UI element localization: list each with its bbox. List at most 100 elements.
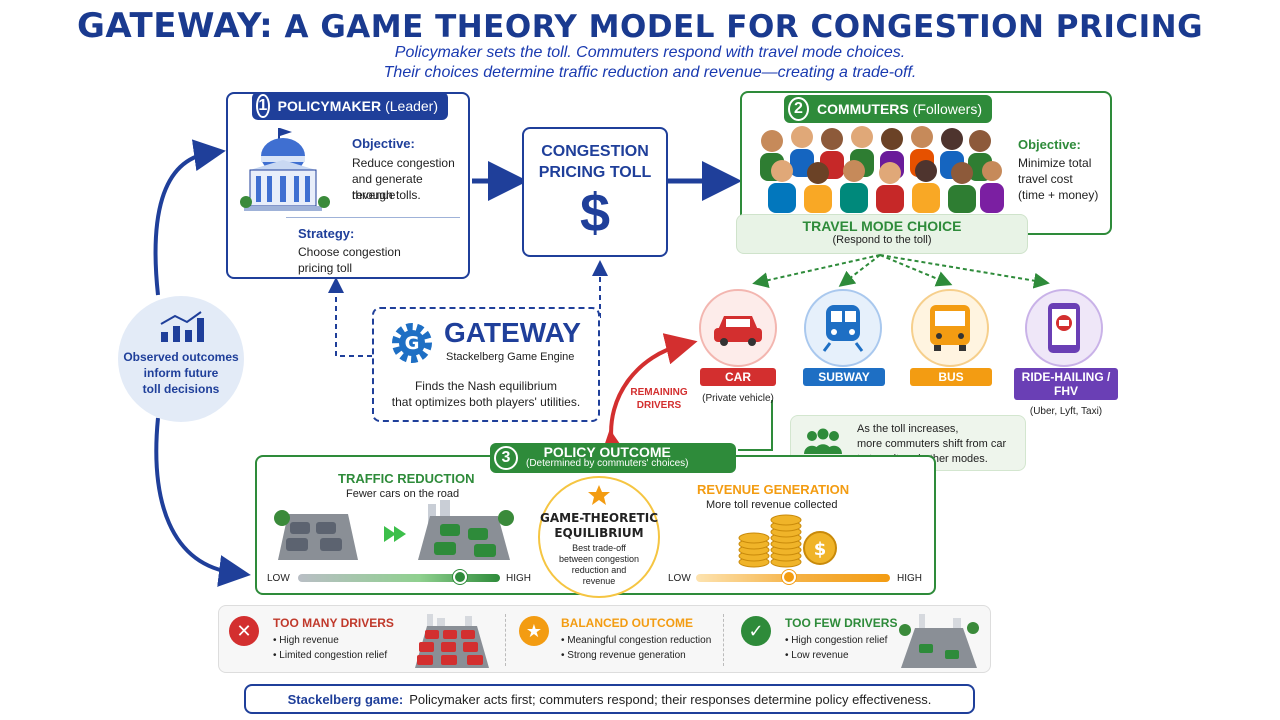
equilibrium-text-line4: revenue — [582, 576, 616, 586]
policy-outcome-heading: POLICY OUTCOME — [543, 444, 671, 460]
title-gateway: GATEWAY: — [76, 6, 274, 46]
mode-sub-car: (Private vehicle) — [702, 393, 774, 404]
revenue-high-label: HIGH — [897, 573, 922, 584]
traffic-high-label: HIGH — [506, 573, 531, 584]
commuters-objective-line2: travel cost — [1018, 172, 1073, 186]
coins-icon: $ — [738, 514, 837, 568]
traffic-reduction-marker — [452, 570, 467, 584]
mode-bus — [911, 289, 989, 367]
step-number-2: 2 — [788, 97, 809, 121]
arrow-feedback-up — [153, 139, 226, 296]
policymaker-objective-line1: Reduce congestion — [352, 156, 455, 170]
mode-label-car: CAR — [700, 368, 776, 386]
phone-icon — [1048, 303, 1080, 353]
clear-road-illustration — [899, 614, 979, 668]
toll-box: CONGESTION PRICING TOLL $ — [522, 127, 668, 257]
scenario-too-many-bullet1-text: High revenue — [279, 635, 339, 646]
policymaker-objective-label: Objective: — [352, 136, 415, 151]
gateway-engine-label: Stackelberg Game Engine — [446, 351, 575, 363]
travel-mode-choice-title: TRAVEL MODE CHOICE — [802, 218, 962, 234]
scenario-too-many-bullet2: • Limited congestion relief — [273, 650, 388, 661]
revenue-marker — [782, 570, 797, 584]
policymaker-strategy-label: Strategy: — [298, 226, 355, 241]
commuters-role: (Followers) — [912, 101, 982, 117]
traffic-reduction-bar — [298, 574, 500, 582]
shift-note-line1: As the toll increases, — [857, 423, 959, 435]
mode-car — [699, 289, 777, 367]
subway-icon — [822, 305, 864, 352]
traffic-reduction-sub: Fewer cars on the road — [346, 488, 460, 500]
scenario-too-few-bullet2: • Low revenue — [785, 650, 849, 661]
dashed-gateway-to-policy — [328, 277, 372, 357]
travel-mode-choice-sub: (Respond to the toll) — [832, 234, 932, 246]
dashed-to-ridehail — [879, 254, 1050, 289]
policy-outcome-sub: (Determined by commuters' choices) — [526, 458, 689, 469]
feedback-line1: Observed outcomes — [123, 350, 239, 364]
revenue-low-label: LOW — [668, 573, 691, 584]
policymaker-header: 1 POLICYMAKER (Leader) — [252, 92, 448, 120]
scenario-balanced-title: BALANCED OUTCOME — [561, 616, 693, 630]
shift-note-line2: more commuters shift from car — [857, 438, 1007, 450]
policy-outcome-header: 3 POLICY OUTCOME (Determined by commuter… — [490, 443, 736, 473]
arrow-feedback-down — [154, 417, 251, 587]
scenario-too-few-bullet1: • High congestion relief — [785, 635, 888, 646]
policymaker-box: 1 POLICYMAKER (Leader) Objective: Reduce… — [226, 92, 470, 279]
scenario-too-few-title: TOO FEW DRIVERS — [785, 616, 898, 630]
gateway-desc-line2: that optimizes both players' utilities. — [391, 395, 581, 409]
check-icon: ✓ — [741, 616, 771, 646]
equilibrium-circle: GAME-THEORETIC EQUILIBRIUM Best trade-of… — [538, 476, 660, 598]
toll-line2: PRICING TOLL — [538, 164, 652, 181]
revenue-generation-sub: More toll revenue collected — [706, 499, 838, 511]
scenario-too-many-title: TOO MANY DRIVERS — [273, 616, 394, 630]
scenario-too-few-bullet2-text: Low revenue — [791, 650, 849, 661]
feedback-line2: inform future — [143, 366, 219, 380]
commuters-objective-line3: (time + money) — [1018, 188, 1099, 202]
policymaker-heading: POLICYMAKER — [277, 98, 382, 114]
feedback-circle: Observed outcomes inform future toll dec… — [118, 296, 244, 422]
mode-label-subway: SUBWAY — [803, 368, 885, 386]
bus-icon — [930, 305, 970, 351]
mode-subway — [804, 289, 882, 367]
commuters-objective-line1: Minimize total — [1018, 156, 1092, 170]
scenario-too-many-bullet2-text: Limited congestion relief — [279, 650, 388, 661]
equilibrium-title-line1: GAME-THEORETIC — [540, 511, 659, 525]
dashed-to-subway — [838, 254, 881, 287]
equilibrium-title-line2: EQUILIBRIUM — [554, 526, 644, 540]
scenario-balanced-bullet2: • Strong revenue generation — [561, 650, 686, 661]
capitol-building-icon — [240, 128, 330, 211]
x-icon: ✕ — [229, 616, 259, 646]
remaining-drivers-line1: REMAINING — [630, 387, 688, 398]
commuters-heading: COMMUTERS — [816, 101, 909, 117]
policymaker-objective-line2: and generate revenue — [352, 172, 423, 202]
revenue-generation-title: REVENUE GENERATION — [697, 482, 850, 497]
subtitle-line2: Their choices determine traffic reductio… — [383, 64, 917, 81]
step-number-1: 1 — [256, 94, 270, 118]
svg-text:$: $ — [814, 539, 827, 560]
star-icon: ★ — [519, 616, 549, 646]
scenario-balanced-bullet1-text: Meaningful congestion reduction — [567, 635, 712, 646]
remaining-drivers-line2: DRIVERS — [636, 400, 682, 411]
equilibrium-text-line3: reduction and — [571, 565, 627, 575]
footer-label: Stackelberg game: — [287, 691, 404, 707]
gear-icon: G — [392, 323, 432, 363]
commuters-group-icon — [760, 126, 1004, 213]
scenarios-panel: ✕ TOO MANY DRIVERS • High revenue • Limi… — [218, 605, 991, 673]
star-icon — [588, 485, 610, 505]
policymaker-objective-line3: through tolls. — [352, 188, 421, 202]
scenario-too-few-bullet1-text: High congestion relief — [791, 635, 888, 646]
scenario-divider-1 — [505, 614, 506, 666]
mode-label-bus: BUS — [910, 368, 992, 386]
mode-ride-hailing — [1025, 289, 1103, 367]
subtitle-line1: Policymaker sets the toll. Commuters res… — [394, 44, 906, 61]
dashed-to-bus — [879, 254, 953, 287]
arrow-remaining-drivers — [598, 333, 698, 464]
page-title: GATEWAY: A GAME THEORY MODEL FOR CONGEST… — [0, 6, 1280, 46]
mode-label-ride-hailing: RIDE-HAILING / FHV — [1014, 368, 1118, 400]
people-icon — [804, 428, 842, 454]
car-icon — [714, 316, 762, 346]
traffic-illustration — [274, 500, 514, 560]
travel-mode-choice-banner: TRAVEL MODE CHOICE (Respond to the toll) — [736, 214, 1028, 254]
scenario-balanced-bullet2-text: Strong revenue generation — [567, 650, 686, 661]
svg-text:G: G — [405, 333, 420, 354]
